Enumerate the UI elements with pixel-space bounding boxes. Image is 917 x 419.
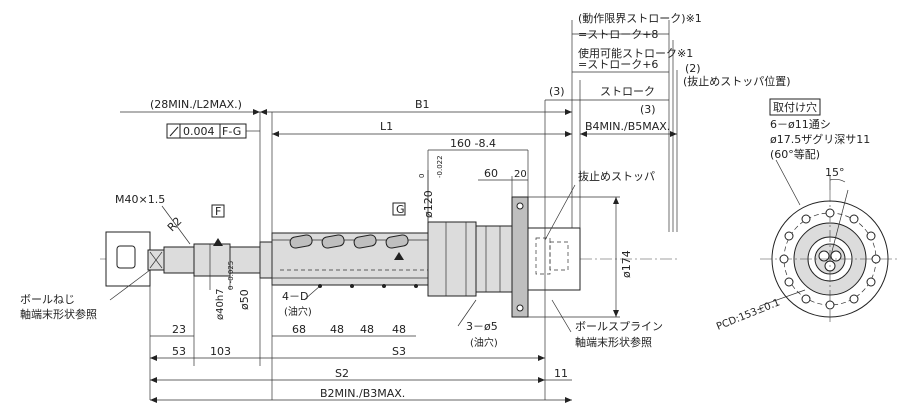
dynamic-limit-stroke-label: (動作限界ストローク)※1 — [578, 11, 702, 25]
mount-hole-line2: ø17.5ザグリ深サ11 — [770, 132, 870, 146]
runout-ref: F-G — [222, 125, 241, 138]
dynamic-limit-stroke-value: =ストローク+8 — [578, 28, 658, 41]
dim-103: 103 — [210, 345, 231, 358]
dim-48-b: 48 — [360, 323, 374, 336]
dim-s3: S3 — [392, 345, 406, 358]
dim-160: 160 -8.4 — [450, 137, 496, 150]
oil-hole-3-note: (油穴) — [470, 336, 498, 349]
mount-hole-line3: (60°等配) — [770, 147, 820, 161]
spline-grooves — [280, 234, 428, 271]
stopper-label: 抜止めストッパ — [578, 169, 655, 183]
oil-hole-4d-note: (油穴) — [284, 305, 312, 318]
dim-d120-tol-top: 0 — [418, 174, 426, 178]
thread-m40: M40×1.5 — [115, 193, 165, 206]
dim-53: 53 — [172, 345, 186, 358]
nut-spacer — [475, 225, 513, 293]
stopper-position-label: (抜止めストッパ位置) — [683, 74, 791, 88]
fillet-r2: R2 — [165, 215, 185, 235]
dim-20: 20 — [514, 169, 527, 180]
dim-23: 23 — [172, 323, 186, 336]
mount-hole-line1: 6－ø11通シ — [770, 118, 831, 131]
runout-frame — [166, 123, 260, 139]
dim-d50: ø50 — [238, 289, 251, 310]
ball-spline-end-label-2: 軸端末形状参照 — [575, 335, 652, 349]
mount-hole-title: 取付け穴 — [773, 100, 817, 114]
dim-60: 60 — [484, 167, 498, 180]
ball-screw-end-label-2: 軸端末形状参照 — [20, 307, 97, 321]
dim-3-right: (3) — [640, 103, 656, 116]
dim-s2: S2 — [335, 367, 349, 380]
datum-g-box — [392, 202, 406, 216]
dim-b2-b3: B2MIN./B3MAX. — [320, 387, 405, 400]
stroke-label: ストローク — [600, 85, 655, 98]
datum-f: F — [215, 205, 221, 218]
angle-15: 15° — [825, 166, 845, 179]
dim-68: 68 — [292, 323, 306, 336]
oil-hole-3: 3－ø5 — [466, 320, 498, 333]
ball-spline-end-label: ボールスプライン — [575, 320, 663, 333]
dim-2: (2) — [685, 62, 701, 75]
ball-screw-nut — [427, 221, 477, 297]
dim-d120: ø120 — [422, 190, 435, 218]
dim-l1: L1 — [380, 120, 393, 133]
shaft-end-square — [116, 245, 136, 269]
dim-b4-b5: B4MIN./B5MAX. — [585, 120, 670, 133]
runout-value: 0.004 — [183, 125, 215, 138]
dim-3-left: (3) — [549, 85, 565, 98]
ball-screw-thread — [163, 246, 195, 274]
dim-11: 11 — [554, 367, 568, 380]
oil-hole-4d: 4－D — [282, 290, 308, 303]
dim-28min-l2max: (28MIN./L2MAX.) — [150, 98, 242, 111]
datum-f-box — [211, 204, 225, 218]
dim-48-c: 48 — [392, 323, 406, 336]
dim-d40h7-tol: 0 -0.025 — [227, 261, 235, 290]
dim-d174: ø174 — [620, 250, 633, 278]
ball-screw-end-label: ボールねじ — [20, 293, 75, 306]
dim-d40h7: ø40h7 — [215, 288, 226, 320]
usable-stroke-value: =ストローク+6 — [578, 58, 658, 71]
flange-end-view — [760, 176, 900, 325]
dim-48-a: 48 — [330, 323, 344, 336]
mount-hole-box — [769, 98, 821, 116]
pcd-label: PCD:153±0.1 — [715, 297, 782, 332]
dim-b1: B1 — [415, 98, 430, 111]
usable-stroke-label: 使用可能ストローク※1 — [578, 46, 693, 60]
ball-screw-journal — [193, 243, 231, 277]
datum-g: G — [396, 203, 405, 216]
mounting-holes — [779, 208, 881, 310]
dim-d120-tol-bot: -0.022 — [436, 155, 444, 178]
spline-flange — [511, 196, 529, 318]
ball-screw-collar — [259, 241, 273, 279]
